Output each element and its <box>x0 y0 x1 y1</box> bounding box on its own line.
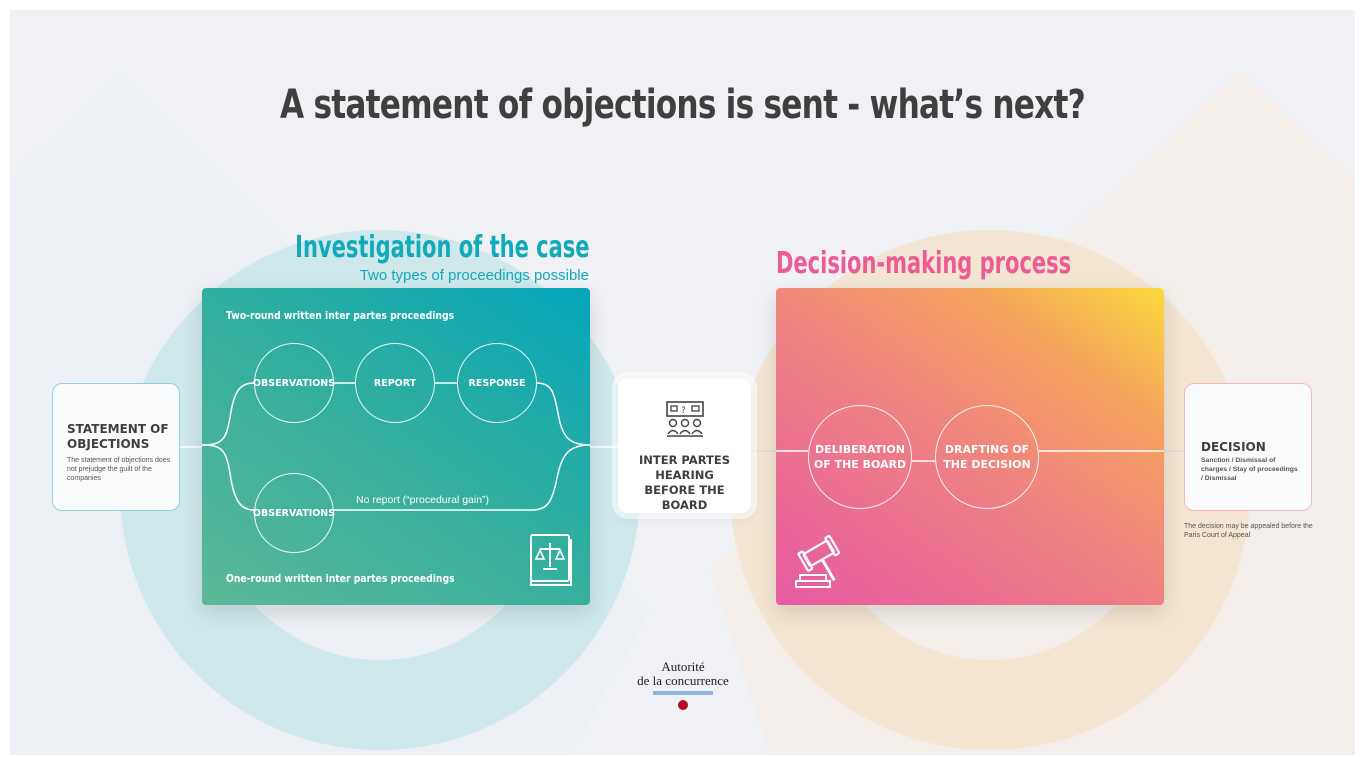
deliberation-step: DELIBERATION OF THE BOARD <box>808 405 912 509</box>
hearing-card: ? INTER PARTES HEARING BEFORE THE BOARD <box>618 378 751 513</box>
appeal-note: The decision may be appealed before the … <box>1184 523 1313 539</box>
statement-of-objections-card: STATEMENT OF OBJECTIONS The statement of… <box>52 383 180 511</box>
page-title: A statement of objections is sent - what… <box>280 82 1086 128</box>
law-book-icon <box>530 534 572 586</box>
investigation-title: Investigation of the case <box>294 230 589 265</box>
decision-title: DECISION <box>1201 440 1266 454</box>
infographic-canvas: A statement of objections is sent - what… <box>10 10 1355 755</box>
observations-step-2: OBSERVATIONS <box>253 473 335 553</box>
investigation-panel: Two-round written inter partes proceedin… <box>202 288 590 605</box>
gavel-icon <box>795 535 841 588</box>
logo-dot <box>678 700 688 710</box>
flow-connectors <box>180 446 1184 452</box>
decision-making-title: Decision-making process <box>776 246 1072 281</box>
statement-title: STATEMENT OF OBJECTIONS <box>67 422 169 451</box>
drafting-step: DRAFTING OF THE DECISION <box>935 405 1039 509</box>
logo-line-2: de la concurrence <box>637 673 729 688</box>
investigation-flow-lines <box>202 382 590 511</box>
logo-line-1: Autorité <box>661 659 705 674</box>
two-round-label: Two-round written inter partes proceedin… <box>226 310 455 322</box>
decision-flow-lines <box>776 450 1164 462</box>
no-report-note: No report (“procedural gain”) <box>356 494 490 506</box>
investigation-subtitle: Two types of proceedings possible <box>359 267 589 284</box>
autorite-logo: Autorité de la concurrence <box>618 660 748 710</box>
response-step: RESPONSE <box>457 343 537 423</box>
report-step: REPORT <box>355 343 435 423</box>
decision-card: DECISION Sanction / Dismissal of charges… <box>1184 383 1312 511</box>
statement-note: The statement of objections does not pre… <box>67 457 171 482</box>
hearing-title: INTER PARTES HEARING BEFORE THE BOARD <box>638 453 731 512</box>
svg-text:?: ? <box>681 406 686 416</box>
logo-bar <box>653 691 713 695</box>
hearing-board-icon: ? <box>666 401 704 437</box>
one-round-label: One-round written inter partes proceedin… <box>226 573 455 585</box>
observations-step-1: OBSERVATIONS <box>253 343 335 423</box>
decision-outcomes: Sanction / Dismissal of charges / Stay o… <box>1201 457 1298 482</box>
decision-making-panel: DELIBERATION OF THE BOARD DRAFTING OF TH… <box>776 288 1164 605</box>
